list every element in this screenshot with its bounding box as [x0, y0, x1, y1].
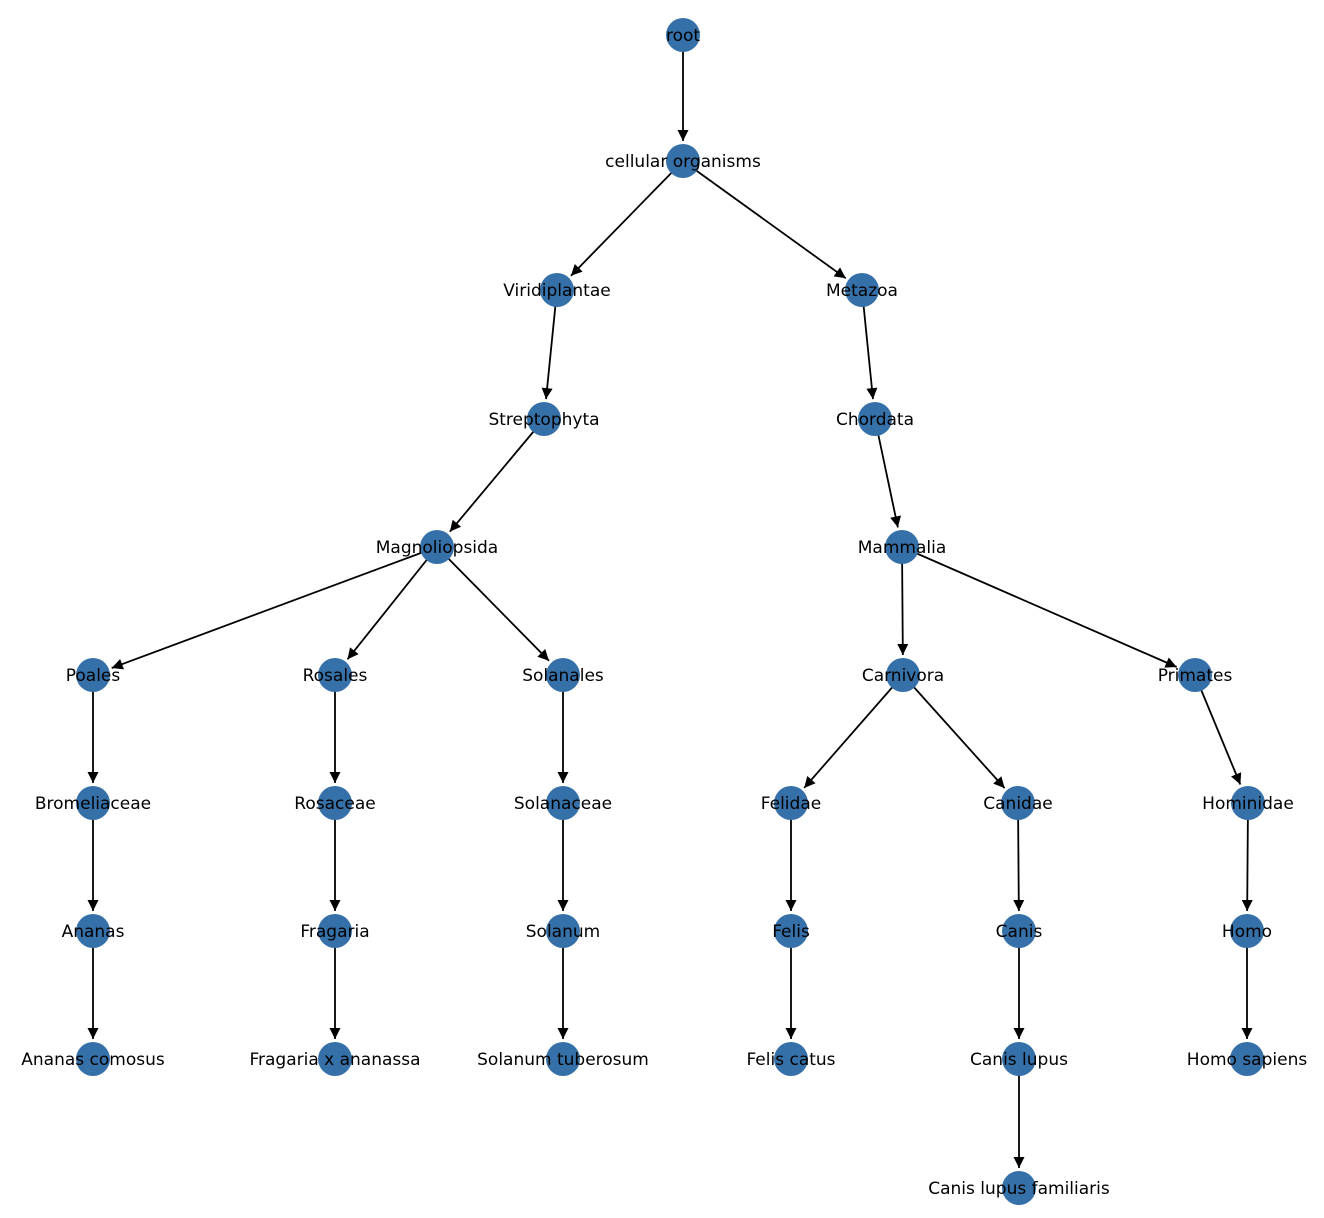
nodes-layer — [76, 18, 1265, 1205]
graph-node-solanales — [546, 658, 580, 692]
graph-node-label-magnoliopsida: Magnoliopsida — [376, 538, 498, 558]
graph-node-label-felis: Felis — [772, 922, 810, 942]
graph-node-magnoliopsida — [420, 530, 454, 564]
graph-node-label-homo-sapiens: Homo sapiens — [1187, 1050, 1308, 1070]
graph-node-label-solanaceae: Solanaceae — [514, 794, 612, 814]
graph-edge-carnivora-to-felidae — [803, 674, 904, 789]
graph-node-rosaceae — [318, 786, 352, 820]
graph-node-label-solanales: Solanales — [522, 666, 604, 686]
graph-node-homo — [1230, 914, 1264, 948]
graph-node-streptophyta — [527, 402, 561, 436]
graph-node-label-canis: Canis — [996, 922, 1043, 942]
graph-edge-cellular-organisms-to-metazoa — [682, 160, 847, 280]
graph-node-label-rosales: Rosales — [303, 666, 368, 686]
graph-node-rosales — [318, 658, 352, 692]
graph-node-label-bromeliaceae: Bromeliaceae — [35, 794, 151, 814]
graph-node-label-root: root — [666, 26, 700, 46]
graph-edge-magnoliopsida-to-rosales — [346, 546, 438, 660]
graph-node-homo-sapiens — [1230, 1042, 1264, 1076]
graph-node-label-canis-lupus-familiaris: Canis lupus familiaris — [928, 1179, 1110, 1199]
graph-edge-magnoliopsida-to-solanales — [436, 546, 550, 662]
graph-node-primates — [1178, 658, 1212, 692]
graph-node-label-metazoa: Metazoa — [826, 281, 898, 301]
graph-node-label-primates: Primates — [1158, 666, 1233, 686]
graph-node-label-felis-catus: Felis catus — [746, 1050, 835, 1070]
graph-node-root — [666, 18, 700, 52]
graph-node-label-rosaceae: Rosaceae — [294, 794, 375, 814]
graph-node-label-solanum: Solanum — [526, 922, 600, 942]
graph-node-felis — [774, 914, 808, 948]
graph-node-label-ananas: Ananas — [62, 922, 125, 942]
graph-node-label-felidae: Felidae — [761, 794, 821, 814]
graph-node-label-carnivora: Carnivora — [862, 666, 944, 686]
graph-edge-carnivora-to-canidae — [902, 674, 1006, 789]
graph-edge-mammalia-to-primates — [901, 546, 1178, 668]
graph-node-chordata — [858, 402, 892, 436]
graph-edge-streptophyta-to-magnoliopsida — [449, 418, 545, 533]
graph-node-poales — [76, 658, 110, 692]
graph-node-solanum — [546, 914, 580, 948]
graph-node-canis-lupus-familiaris — [1002, 1171, 1036, 1205]
graph-node-label-poales: Poales — [66, 666, 121, 686]
graph-edge-mammalia-to-carnivora — [897, 546, 909, 656]
graph-node-ananas-comosus — [76, 1042, 110, 1076]
graph-edge-cellular-organisms-to-viridiplantae — [570, 160, 684, 277]
graph-node-canis — [1002, 914, 1036, 948]
graph-node-hominidae — [1231, 786, 1265, 820]
graph-node-carnivora — [886, 658, 920, 692]
graph-node-canidae — [1001, 786, 1035, 820]
graph-node-cellular-organisms — [666, 144, 700, 178]
graph-node-label-cellular-organisms: cellular organisms — [605, 152, 761, 172]
graph-node-felidae — [774, 786, 808, 820]
graph-node-label-viridiplantae: Viridiplantae — [503, 281, 610, 301]
graph-edge-magnoliopsida-to-poales — [111, 546, 438, 670]
graph-edge-hominidae-to-homo — [1241, 802, 1253, 912]
graph-node-solanaceae — [546, 786, 580, 820]
graph-node-canis-lupus — [1002, 1042, 1036, 1076]
graph-edge-canidae-to-canis — [1013, 802, 1025, 912]
graph-node-metazoa — [845, 273, 879, 307]
graph-node-ananas — [76, 914, 110, 948]
graph-node-felis-catus — [774, 1042, 808, 1076]
graph-node-fragaria — [318, 914, 352, 948]
graph-node-label-solanum-tuberosum: Solanum tuberosum — [477, 1050, 649, 1070]
graph-node-label-canis-lupus: Canis lupus — [970, 1050, 1068, 1070]
graph-node-label-streptophyta: Streptophyta — [488, 410, 599, 430]
graph-node-label-canidae: Canidae — [983, 794, 1052, 814]
graph-node-label-hominidae: Hominidae — [1202, 794, 1294, 814]
graph-node-mammalia — [885, 530, 919, 564]
graph-node-label-homo: Homo — [1222, 922, 1272, 942]
edges-layer — [87, 35, 1253, 1168]
graph-edge-viridiplantae-to-streptophyta — [541, 289, 558, 400]
graph-node-label-ananas-comosus: Ananas comosus — [21, 1050, 165, 1070]
graph-edge-chordata-to-mammalia — [874, 418, 901, 528]
graph-node-fragaria-x-ananassa — [318, 1042, 352, 1076]
graph-node-label-fragaria: Fragaria — [300, 922, 369, 942]
graph-edge-metazoa-to-chordata — [861, 289, 878, 400]
graph-node-bromeliaceae — [76, 786, 110, 820]
graph-node-solanum-tuberosum — [546, 1042, 580, 1076]
graph-node-label-mammalia: Mammalia — [858, 538, 947, 558]
graph-node-label-fragaria-x-ananassa: Fragaria x ananassa — [249, 1050, 420, 1070]
graph-node-viridiplantae — [540, 273, 574, 307]
graph-edge-primates-to-hominidae — [1194, 674, 1242, 785]
graph-node-label-chordata: Chordata — [836, 410, 914, 430]
